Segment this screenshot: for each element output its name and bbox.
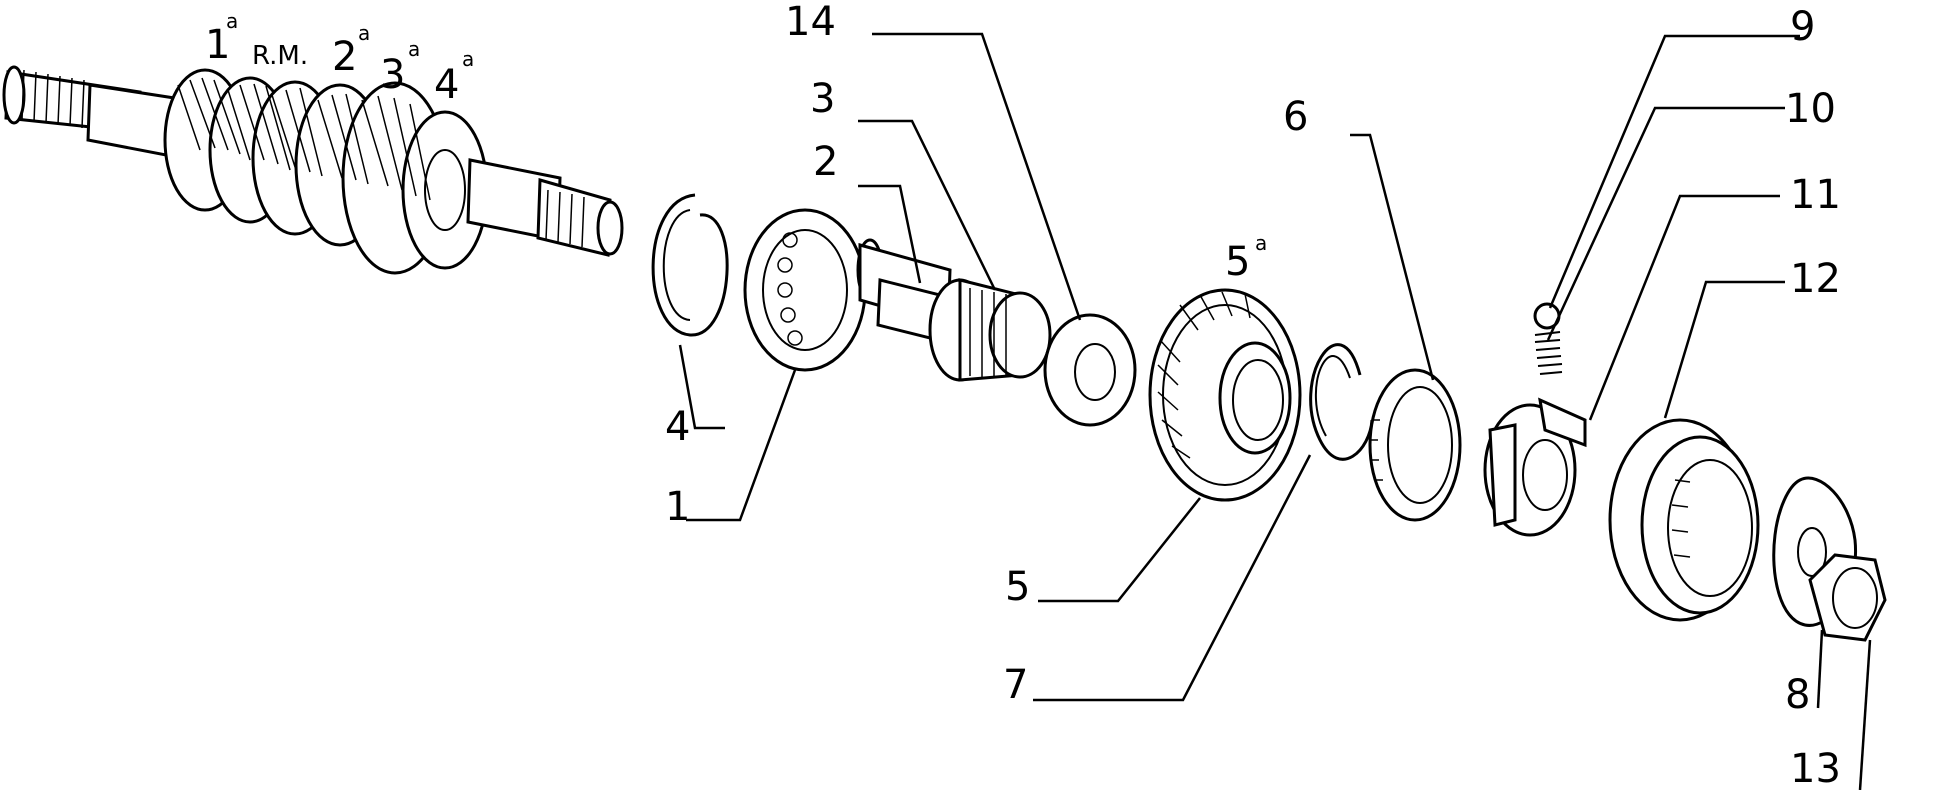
part-4-snap-ring (651, 193, 729, 337)
part-13-nut (1808, 553, 1887, 642)
callout-12: 12 (1790, 256, 1841, 302)
part-10-spring (1534, 331, 1563, 375)
callout-6: 6 (1283, 94, 1308, 140)
part-6-synchro-ring (1368, 368, 1462, 522)
part-7-snap-ring (1309, 343, 1374, 461)
gear-sup-4: a (462, 47, 474, 71)
callout-14: 14 (785, 0, 836, 45)
part-11-synchro-hub (1483, 397, 1587, 537)
main-shaft-assembly (2, 65, 624, 275)
gear-label-2: 2 (332, 34, 357, 80)
callout-4: 4 (665, 404, 690, 450)
gear-label-rm: R.M. (252, 41, 308, 71)
callout-9: 9 (1790, 4, 1815, 50)
gear-label-5: 5 (1225, 239, 1250, 285)
gear-sup-5: a (1255, 231, 1267, 255)
callout-13: 13 (1790, 746, 1841, 790)
callout-3: 3 (810, 76, 835, 122)
part-14-thrust-washer (1043, 313, 1137, 427)
gear-sup-3: a (408, 37, 420, 61)
gear-sup-2: a (358, 21, 370, 45)
gear-label-4: 4 (434, 62, 459, 108)
gear-label-3: 3 (380, 52, 405, 98)
callout-11: 11 (1790, 172, 1841, 218)
gear-label-1: 1 (205, 22, 230, 68)
part-3-needle-bearing (928, 278, 1052, 382)
callout-5: 5 (1005, 564, 1030, 610)
gear-stack (163, 68, 489, 275)
callout-10: 10 (1785, 86, 1836, 132)
callout-7: 7 (1003, 662, 1028, 708)
callout-2: 2 (813, 139, 838, 185)
callout-1: 1 (665, 484, 690, 530)
part-5-fifth-gear (1148, 288, 1302, 502)
part-12-sliding-sleeve (1608, 418, 1760, 622)
callout-8: 8 (1785, 672, 1810, 718)
gear-labels: 1 a R.M. 2 a 3 a 4 a 5 a (205, 9, 1267, 285)
callout-numbers: 4 1 2 3 14 5 6 7 8 9 10 11 12 13 (665, 0, 1841, 790)
leader-lines (678, 32, 1872, 790)
shaft-body (466, 158, 624, 257)
gear-sup-1: a (226, 9, 238, 33)
